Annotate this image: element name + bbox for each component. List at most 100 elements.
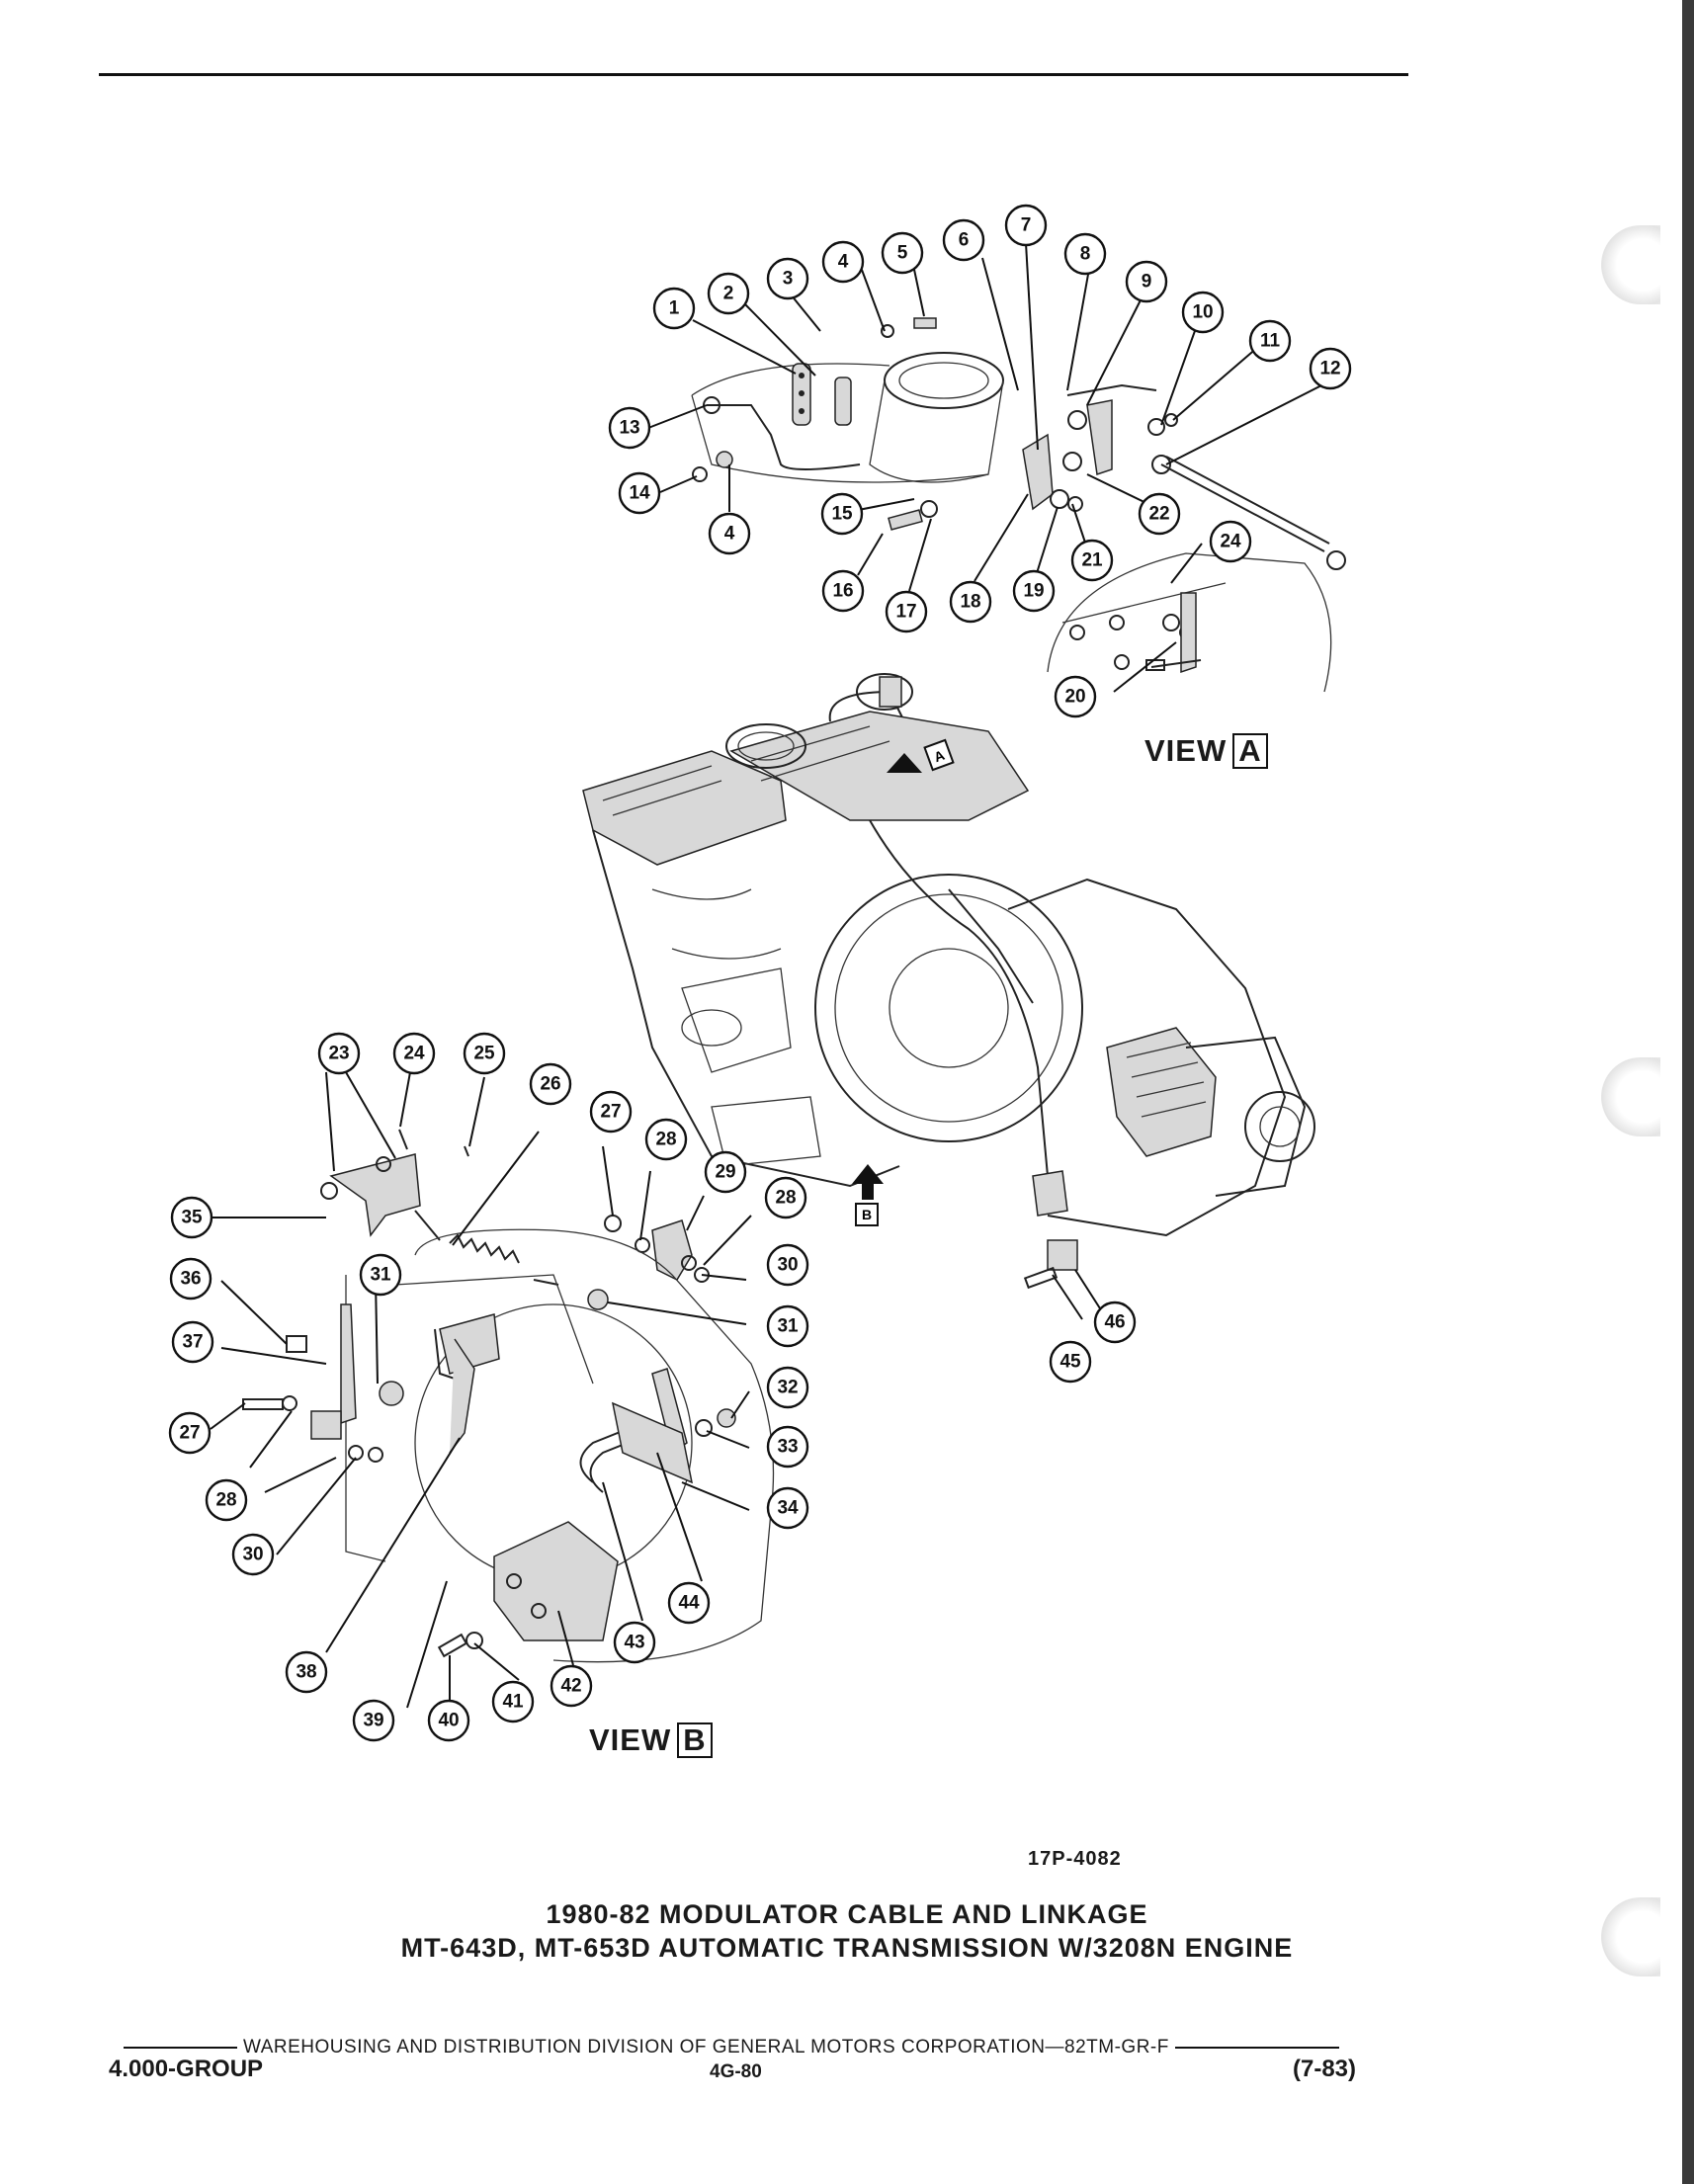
callout-12: 12 [1309, 347, 1352, 390]
view-a-letter: A [1232, 733, 1268, 769]
callout-41: 41 [491, 1680, 535, 1723]
svg-text:1: 1 [669, 298, 680, 319]
callout-45: 45 [1049, 1340, 1092, 1384]
svg-text:28: 28 [655, 1130, 676, 1150]
callout-42: 42 [550, 1664, 593, 1708]
svg-text:27: 27 [600, 1102, 621, 1123]
callout-46: 46 [1093, 1301, 1137, 1344]
callout-39: 39 [352, 1699, 395, 1742]
callout-18: 18 [949, 580, 992, 624]
callout-40: 40 [427, 1699, 470, 1742]
punch-hole-middle [1601, 1057, 1660, 1136]
svg-text:14: 14 [629, 483, 650, 504]
footer-division-line: WAREHOUSING AND DISTRIBUTION DIVISION OF… [124, 2037, 1339, 2058]
callout-6: 6 [942, 218, 985, 262]
footer-date: (7-83) [1293, 2056, 1357, 2082]
callout-27-left: 27 [168, 1411, 212, 1455]
svg-text:16: 16 [832, 581, 853, 602]
svg-text:33: 33 [777, 1437, 798, 1458]
svg-text:28: 28 [775, 1188, 796, 1209]
svg-text:2: 2 [723, 284, 734, 304]
footer-group: 4.000-GROUP [109, 2056, 264, 2082]
svg-text:30: 30 [777, 1255, 798, 1276]
svg-text:25: 25 [473, 1044, 495, 1064]
svg-text:46: 46 [1104, 1312, 1125, 1333]
view-a-artwork [691, 317, 1346, 693]
callout-21: 21 [1070, 539, 1114, 582]
callout-25: 25 [463, 1032, 506, 1075]
svg-text:17: 17 [895, 602, 916, 623]
svg-text:4: 4 [838, 252, 849, 273]
callout-16: 16 [821, 569, 865, 613]
callout-4-top: 4 [821, 240, 865, 284]
svg-text:42: 42 [560, 1676, 581, 1697]
svg-text:36: 36 [180, 1269, 201, 1290]
svg-text:13: 13 [619, 418, 639, 439]
svg-text:35: 35 [181, 1208, 203, 1228]
svg-text:39: 39 [363, 1711, 383, 1731]
callout-37: 37 [171, 1320, 214, 1364]
page-edge [1682, 0, 1694, 2184]
callout-30-left: 30 [231, 1533, 275, 1576]
callout-44: 44 [667, 1581, 711, 1625]
caption-line-2: MT-643D, MT-653D AUTOMATIC TRANSMISSION … [400, 1933, 1294, 1963]
view-b-pointer: B [852, 1164, 884, 1226]
svg-text:32: 32 [777, 1378, 798, 1398]
svg-text:20: 20 [1064, 687, 1085, 708]
callout-20: 20 [1054, 675, 1097, 718]
engine-transmission-artwork [582, 673, 1315, 1237]
svg-text:29: 29 [715, 1162, 735, 1183]
callout-22: 22 [1138, 492, 1181, 536]
callout-24-b: 24 [392, 1032, 436, 1075]
footer-page: 4G-80 [710, 2061, 762, 2082]
svg-text:24: 24 [1220, 532, 1241, 552]
svg-text:4: 4 [724, 524, 735, 545]
view-b-callouts: 23 24 25 26 27 28 29 28 35 36 31 30 37 3… [168, 1032, 1137, 1742]
svg-text:B: B [862, 1207, 872, 1222]
svg-text:23: 23 [328, 1044, 349, 1064]
svg-text:22: 22 [1148, 504, 1169, 525]
punch-hole-bottom [1601, 1897, 1660, 1976]
view-a-callouts: 1 2 3 4 5 6 7 8 9 10 11 12 13 14 4 15 16… [608, 204, 1352, 718]
svg-text:11: 11 [1260, 331, 1281, 352]
svg-text:37: 37 [182, 1332, 203, 1353]
callout-27-top: 27 [589, 1090, 633, 1134]
svg-text:38: 38 [296, 1662, 316, 1683]
callout-38: 38 [285, 1650, 328, 1694]
svg-text:19: 19 [1023, 581, 1044, 602]
callout-2: 2 [707, 272, 750, 315]
svg-text:30: 30 [242, 1545, 263, 1565]
callout-4-lower: 4 [708, 512, 751, 555]
callout-13: 13 [608, 406, 651, 450]
svg-text:31: 31 [777, 1316, 799, 1337]
svg-text:7: 7 [1021, 215, 1032, 236]
callout-17: 17 [885, 590, 928, 633]
svg-text:41: 41 [502, 1692, 524, 1713]
view-b-artwork [242, 1129, 1078, 1663]
callout-35: 35 [170, 1196, 213, 1239]
callout-32: 32 [766, 1366, 809, 1409]
svg-text:10: 10 [1192, 302, 1213, 323]
callout-33: 33 [766, 1425, 809, 1469]
callout-28-left: 28 [205, 1478, 248, 1522]
callout-31-right: 31 [766, 1304, 809, 1348]
svg-text:9: 9 [1142, 272, 1152, 293]
callout-10: 10 [1181, 291, 1225, 334]
svg-text:28: 28 [215, 1490, 236, 1511]
callout-36: 36 [169, 1257, 212, 1301]
svg-text:8: 8 [1080, 244, 1091, 265]
drawing-number: 17P-4082 [1028, 1848, 1122, 1870]
callout-30-right: 30 [766, 1243, 809, 1287]
callout-31-left: 31 [359, 1253, 402, 1297]
callout-24-a: 24 [1209, 520, 1252, 563]
callout-14: 14 [618, 471, 661, 515]
callout-23: 23 [317, 1032, 361, 1075]
callout-1: 1 [652, 287, 696, 330]
svg-text:26: 26 [540, 1074, 560, 1095]
callout-9: 9 [1125, 260, 1168, 303]
callout-43: 43 [613, 1621, 656, 1664]
callout-26: 26 [529, 1062, 572, 1106]
callout-7: 7 [1004, 204, 1048, 247]
svg-text:44: 44 [678, 1593, 700, 1614]
